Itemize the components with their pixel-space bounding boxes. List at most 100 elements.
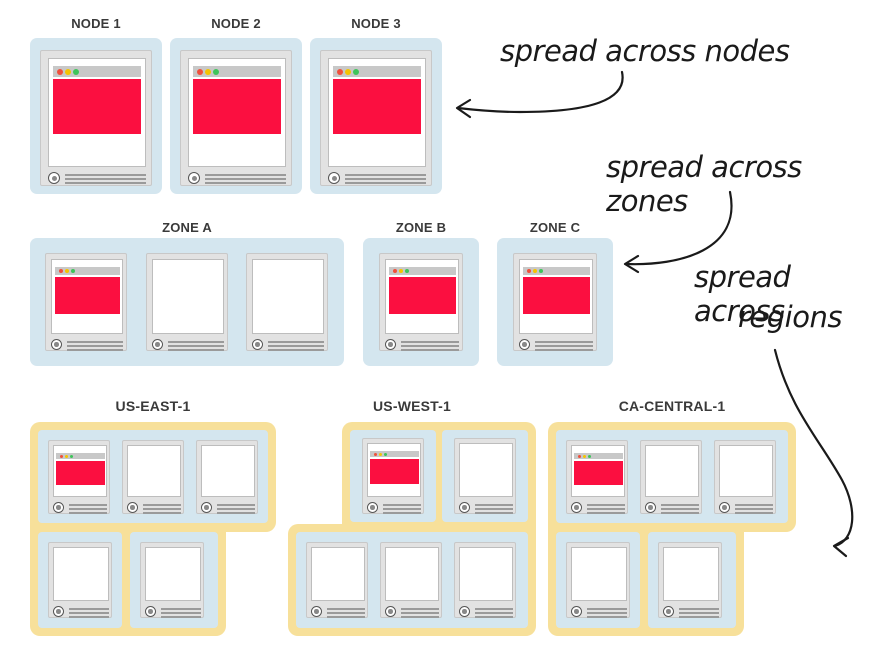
vent-line [67, 349, 123, 351]
window-titlebar [523, 267, 590, 275]
window-dots-icon [583, 455, 586, 458]
window-dots-icon [374, 453, 377, 456]
curved-arrow-icon [456, 70, 624, 114]
gear-icon [48, 172, 60, 184]
server-screen [145, 547, 201, 601]
app-window-body [55, 277, 120, 314]
vent-line [401, 612, 439, 614]
gear-icon [571, 606, 582, 617]
ca-central-1-server-4 [566, 542, 630, 618]
app-window [193, 66, 281, 134]
vent-line [475, 616, 513, 618]
server-screen [645, 445, 699, 497]
us-west-1-server-4 [380, 542, 442, 618]
vent-line [475, 508, 513, 510]
us-east-1-server-4 [48, 542, 112, 618]
window-titlebar [53, 66, 141, 77]
node-3-label: NODE 3 [351, 16, 401, 31]
window-dots-icon [205, 69, 211, 75]
gear-icon [459, 502, 470, 513]
zone-a-server-2 [146, 253, 228, 351]
vent-line [383, 504, 421, 506]
server-screen [571, 547, 627, 601]
vent-line [69, 508, 107, 510]
gear-icon [645, 502, 656, 513]
vent-line [345, 178, 426, 180]
us-east-1-server-2 [122, 440, 184, 514]
vent-line [383, 508, 421, 510]
zone-a-server-3 [246, 253, 328, 351]
ca-central-1-server-3 [714, 440, 776, 514]
vent-line [168, 349, 224, 351]
window-dots-icon [197, 69, 203, 75]
region-us-east-1-label: US-EAST-1 [115, 398, 191, 414]
app-window [55, 267, 120, 314]
server-screen [663, 547, 719, 601]
vent-line [661, 508, 699, 510]
window-dots-icon [337, 69, 343, 75]
vent-line [69, 608, 109, 610]
vent-line [168, 341, 224, 343]
vent-line [69, 612, 109, 614]
server-screen [459, 443, 513, 497]
vent-line [401, 341, 459, 343]
gear-icon [201, 502, 212, 513]
vent-line [475, 504, 513, 506]
window-dots-icon [60, 455, 63, 458]
app-window-body [193, 79, 281, 134]
zone-c-label: ZONE C [529, 220, 581, 235]
server-screen [152, 259, 224, 334]
vent-line [587, 508, 625, 510]
window-titlebar [389, 267, 456, 275]
us-west-1-server-1 [362, 438, 424, 514]
vent-line [587, 504, 625, 506]
curved-arrow-icon [773, 348, 854, 548]
app-window [370, 451, 419, 484]
node-1-label: NODE 1 [71, 16, 121, 31]
ca-central-1-server-5 [658, 542, 722, 618]
vent-line [535, 349, 593, 351]
gear-icon [127, 502, 138, 513]
vent-line [401, 616, 439, 618]
us-west-1-server-3 [306, 542, 368, 618]
vent-line [217, 508, 255, 510]
us-east-1-server-3 [196, 440, 258, 514]
window-dots-icon [65, 69, 71, 75]
vent-line [65, 182, 146, 184]
vent-line [168, 345, 224, 347]
vent-line [67, 341, 123, 343]
app-window [523, 267, 590, 314]
vent-line [217, 512, 255, 514]
vent-line [143, 504, 181, 506]
window-titlebar [333, 66, 421, 77]
vent-line [679, 612, 719, 614]
app-window-body [389, 277, 456, 314]
region-ca-central-1-label: CA-CENTRAL-1 [618, 398, 726, 414]
annotation-zones: spread across zones [606, 150, 802, 218]
gear-icon [188, 172, 200, 184]
app-window-body [56, 461, 105, 485]
zone-a-server-1 [45, 253, 127, 351]
vent-line [268, 341, 324, 343]
vent-line [735, 508, 773, 510]
window-dots-icon [345, 69, 351, 75]
vent-line [161, 608, 201, 610]
vent-line [587, 616, 627, 618]
vent-line [69, 616, 109, 618]
gear-icon [571, 502, 582, 513]
vent-line [661, 512, 699, 514]
window-dots-icon [588, 455, 591, 458]
window-dots-icon [379, 453, 382, 456]
app-window-body [370, 459, 419, 484]
vent-line [205, 174, 286, 176]
server-screen [719, 445, 773, 497]
us-east-1-server-1 [48, 440, 110, 514]
node-2-label: NODE 2 [211, 16, 261, 31]
window-dots-icon [384, 453, 387, 456]
vent-line [535, 341, 593, 343]
vent-line [205, 178, 286, 180]
window-dots-icon [393, 269, 397, 273]
vent-line [69, 512, 107, 514]
app-window [574, 453, 623, 485]
